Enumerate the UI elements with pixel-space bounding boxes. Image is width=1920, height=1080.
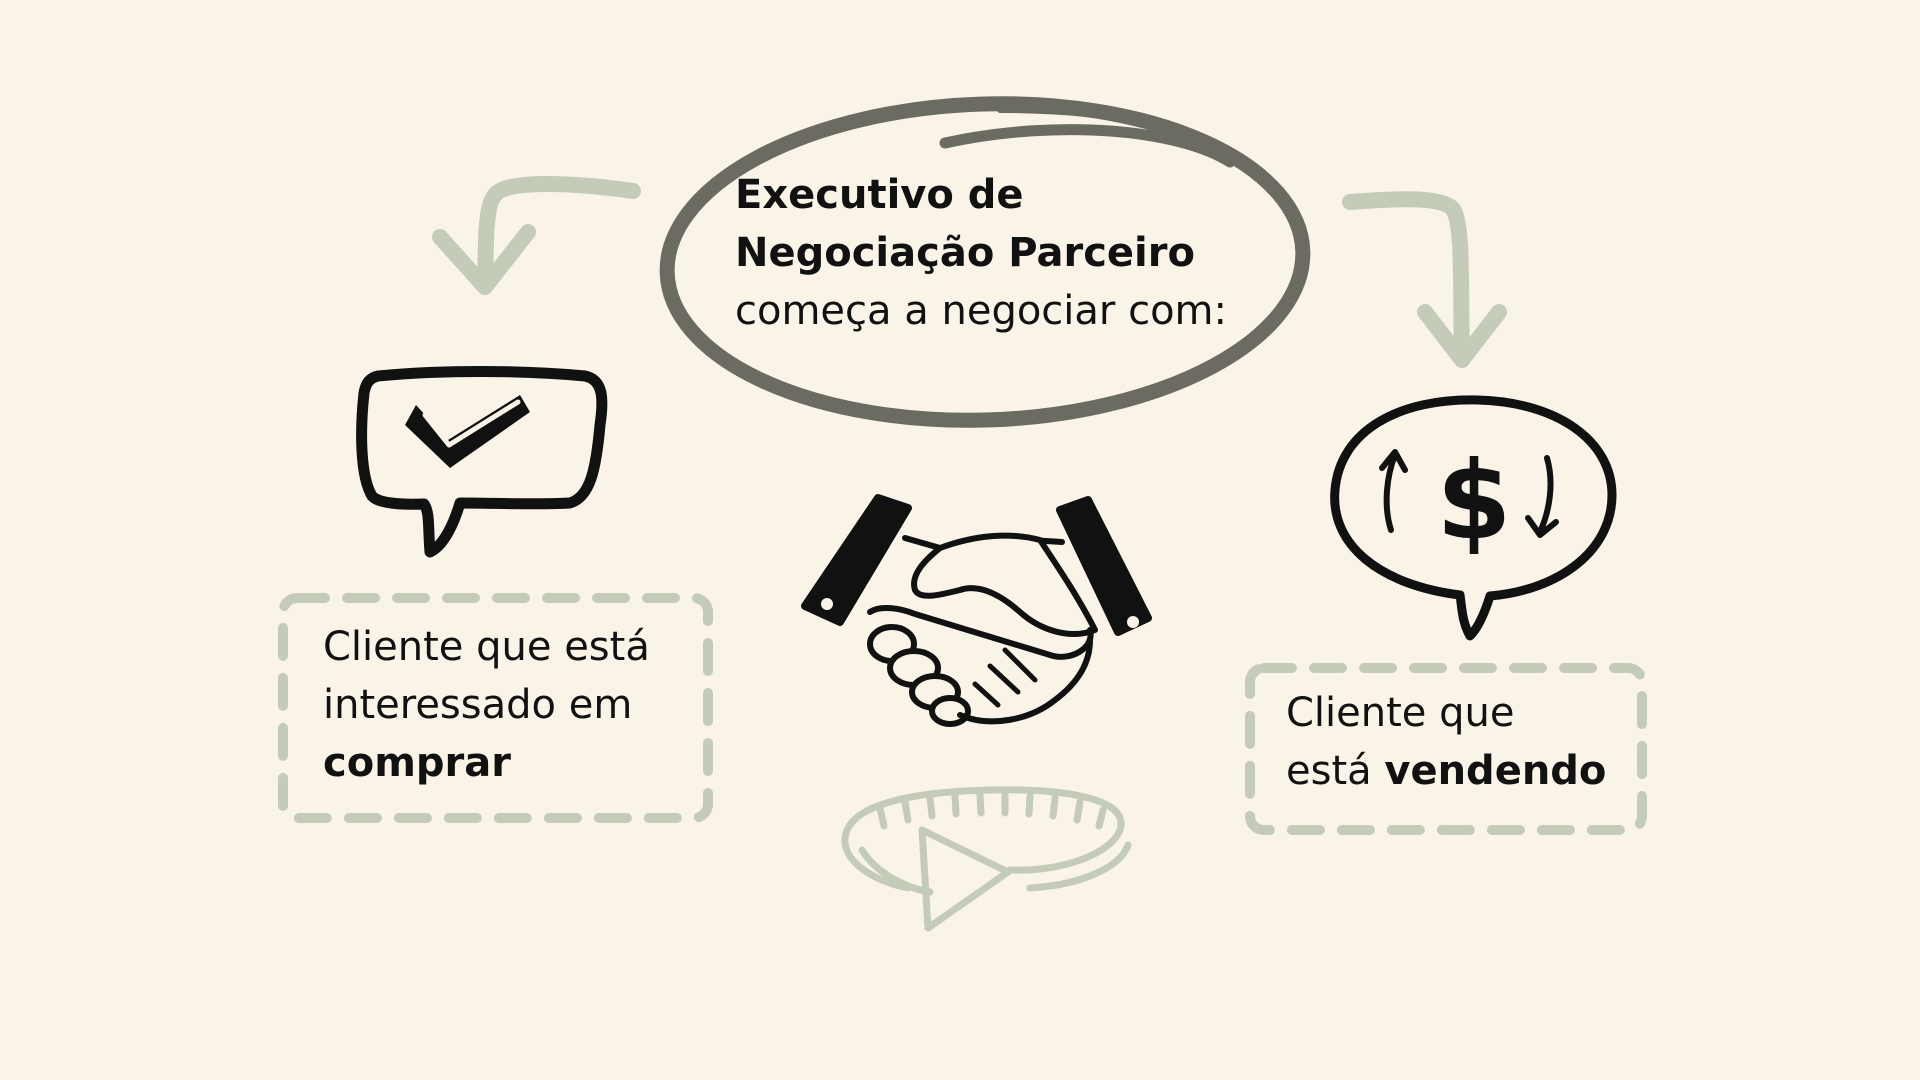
center-title: Executivo de Negociação Parceiro começa … <box>735 166 1227 340</box>
center-title-line3: começa a negociar com: <box>735 288 1227 334</box>
center-title-line2: Negociação Parceiro <box>735 230 1195 276</box>
left-arrow <box>432 175 641 295</box>
cycle-arrow-icon <box>841 786 1132 932</box>
svg-text:$: $ <box>1436 439 1511 564</box>
checkmark-speech-bubble-icon <box>356 366 608 558</box>
buyer-label-line2: interessado em <box>323 682 633 728</box>
seller-label-line2-prefix: está <box>1286 748 1372 794</box>
seller-label-line1: Cliente que <box>1286 690 1515 736</box>
handshake-icon <box>801 494 1152 727</box>
buyer-label-line3: comprar <box>323 740 511 786</box>
buyer-label-line1: Cliente que está <box>323 624 650 670</box>
center-title-line1: Executivo de <box>735 172 1024 218</box>
seller-client-label: Cliente que está vendendo <box>1286 684 1606 800</box>
right-dashed-box <box>1245 663 1647 835</box>
buyer-client-label: Cliente que está interessado em comprar <box>323 618 650 792</box>
center-ellipse <box>659 96 1311 428</box>
right-arrow <box>1342 191 1507 368</box>
seller-label-line2-bold: vendendo <box>1384 748 1607 794</box>
dollar-exchange-speech-bubble-icon: $ <box>1330 395 1617 641</box>
left-dashed-box <box>278 593 713 823</box>
